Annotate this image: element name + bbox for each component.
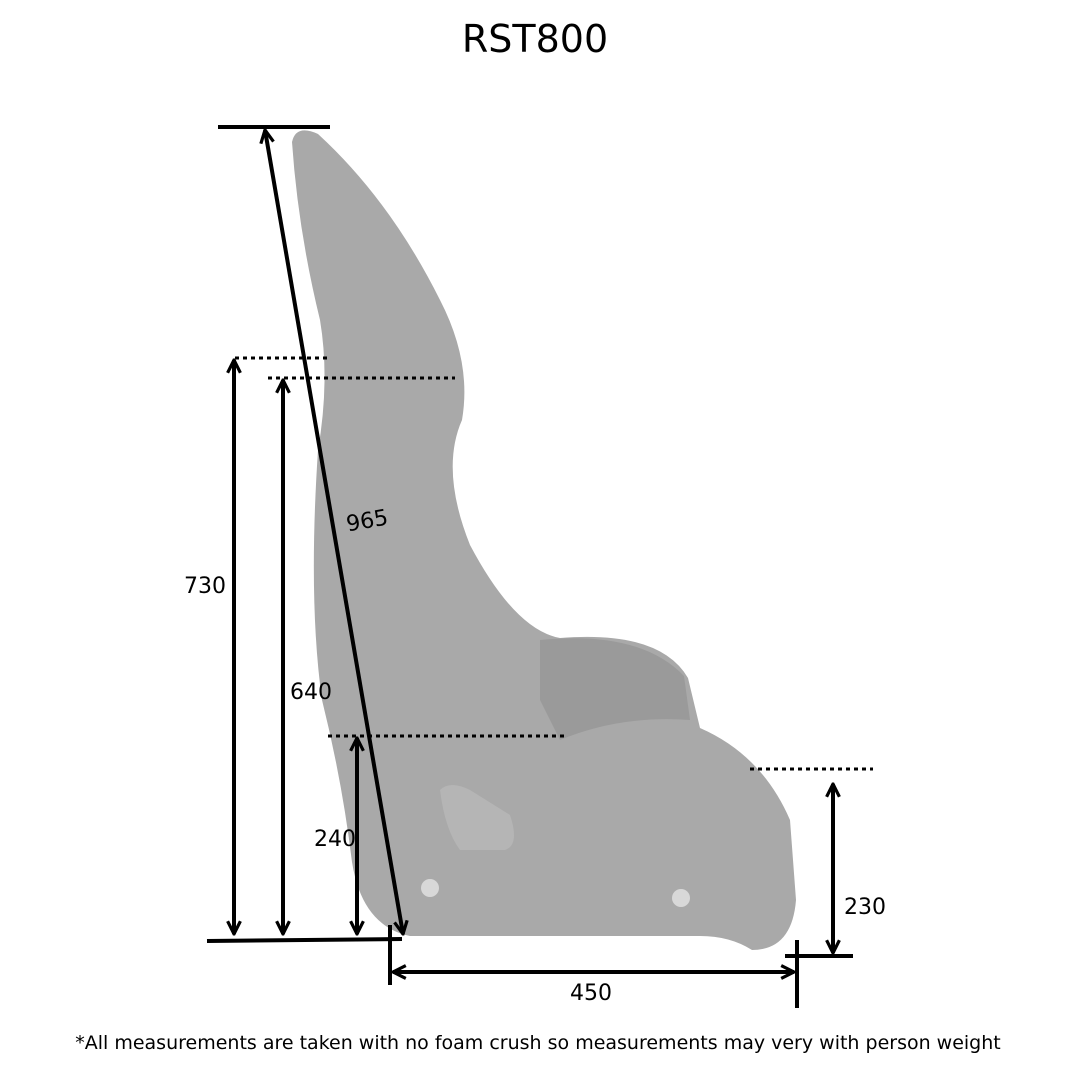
- label-230: 230: [844, 895, 886, 920]
- label-240: 240: [314, 827, 356, 852]
- label-450: 450: [570, 981, 612, 1006]
- seat-silhouette: [292, 130, 796, 950]
- label-640: 640: [290, 680, 332, 705]
- diagram-title: RST800: [462, 17, 608, 61]
- label-730: 730: [184, 574, 226, 599]
- footnote: *All measurements are taken with no foam…: [75, 1032, 1000, 1054]
- dimension-lines: [206, 125, 873, 1008]
